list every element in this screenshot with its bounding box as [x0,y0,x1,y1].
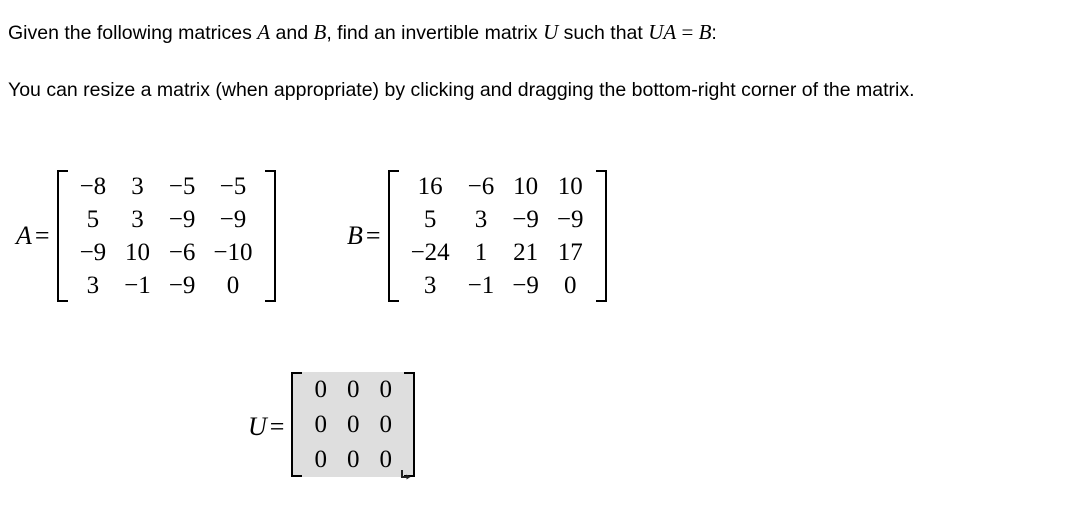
matrix-a: A= −8 3 −5 −5 5 3 −9 −9 −9 10 −6 −10 3 [16,170,276,302]
matrix-a-cell: −9 [219,206,247,233]
matrix-u-cell-input[interactable]: 0 [314,411,327,438]
matrix-b-symbol: B [313,20,327,44]
matrix-b: B= 16 −6 10 10 5 3 −9 −9 −24 1 21 17 3 [347,170,607,302]
table-row: 16 −6 10 10 [402,170,593,203]
matrix-a-cell: 0 [226,272,240,299]
matrix-a-cell: 10 [124,239,150,266]
matrix-b-cell: −9 [512,206,539,233]
matrix-u-cell-input[interactable]: 0 [379,411,392,438]
matrix-b-cell: 21 [513,239,539,266]
resize-corner-icon[interactable] [400,468,413,481]
matrix-a-cell: −9 [79,239,107,266]
matrix-a-cell: −8 [79,173,107,200]
matrix-u-cell-input[interactable]: 0 [379,376,392,403]
equation-relation: = [676,20,699,44]
table-row: 5 3 −9 −9 [402,203,593,236]
prompt-part-2: and [270,22,314,44]
matrix-u-cell-input[interactable]: 0 [346,376,360,403]
matrix-b-cell: −24 [410,239,450,266]
matrix-u-cell-input[interactable]: 0 [314,376,327,403]
matrix-b-cell: −6 [467,173,495,200]
table-row: −9 10 −6 −10 [71,236,262,269]
table-row: 5 3 −9 −9 [71,203,262,236]
matrix-a-cell: 5 [86,206,100,233]
prompt-part-3: , find an invertible matrix [326,22,544,44]
matrix-b-cell: −9 [512,272,539,299]
matrix-b-cell: 3 [423,272,437,299]
matrix-b-cell: −9 [556,206,584,233]
matrix-a-cell: −1 [124,272,151,299]
matrix-a-cell: −5 [168,173,196,200]
matrix-b-cell: 10 [557,173,583,200]
matrix-b-label: B= [347,221,381,250]
matrix-u-input-field[interactable]: 0 0 0 0 0 0 0 0 0 [291,372,415,482]
matrix-u-grid[interactable]: 0 0 0 0 0 0 0 0 0 [304,372,402,477]
matrix-a-cell: 3 [86,272,100,299]
table-row: 3 −1 −9 0 [71,269,262,302]
matrix-u-cell-input[interactable]: 0 [346,446,360,473]
matrix-u-symbol: U [543,20,559,44]
matrix-u-cell-input[interactable]: 0 [346,411,360,438]
matrix-u-cell-input[interactable]: 0 [379,446,392,473]
matrix-b-brackets: 16 −6 10 10 5 3 −9 −9 −24 1 21 17 3 −1 −… [387,170,607,302]
prompt-part-1: Given the following matrices [8,22,258,44]
table-row: −24 1 21 17 [402,236,593,269]
matrix-u-label: U= [248,412,285,441]
matrix-u-brackets: 0 0 0 0 0 0 0 0 0 [291,372,415,477]
matrix-a-cell: −9 [168,206,196,233]
matrix-b-cell: 5 [423,206,437,233]
matrix-a-brackets: −8 3 −5 −5 5 3 −9 −9 −9 10 −6 −10 3 −1 −… [56,170,276,302]
equation-rhs: B [698,20,712,44]
matrix-b-cell: 1 [474,239,488,266]
matrix-u-cell-input[interactable]: 0 [314,446,327,473]
matrix-a-cell: −10 [213,239,253,266]
matrix-b-cell: 16 [417,173,443,200]
matrix-a-cell: 3 [131,173,144,200]
matrix-a-cell: −6 [168,239,196,266]
matrix-u-answer: U= 0 0 0 0 0 0 0 0 0 [248,372,415,482]
matrix-b-grid: 16 −6 10 10 5 3 −9 −9 −24 1 21 17 3 −1 −… [402,170,593,302]
table-row: 3 −1 −9 0 [402,269,593,302]
matrix-a-cell: −9 [168,272,196,299]
matrix-a-symbol: A [257,20,271,44]
prompt-part-5: : [711,22,717,44]
table-row: 0 0 0 [304,442,402,477]
matrix-a-cell: −5 [219,173,247,200]
matrix-a-cell: 3 [131,206,144,233]
prompt-part-4: such that [558,22,649,44]
matrix-a-label: A= [16,221,50,250]
matrix-b-cell: −1 [467,272,495,299]
matrix-b-cell: 17 [557,239,583,266]
table-row: −8 3 −5 −5 [71,170,262,203]
table-row: 0 0 0 [304,372,402,407]
table-row: 0 0 0 [304,407,402,442]
prompt-text: Given the following matrices A and B, fi… [8,18,1083,47]
matrix-b-cell: 0 [563,272,577,299]
matrix-b-cell: 3 [474,206,488,233]
matrix-a-grid: −8 3 −5 −5 5 3 −9 −9 −9 10 −6 −10 3 −1 −… [71,170,262,302]
matrix-b-cell: 10 [513,173,539,200]
equation-lhs: UA [648,20,677,44]
resize-hint-text: You can resize a matrix (when appropriat… [8,79,915,101]
